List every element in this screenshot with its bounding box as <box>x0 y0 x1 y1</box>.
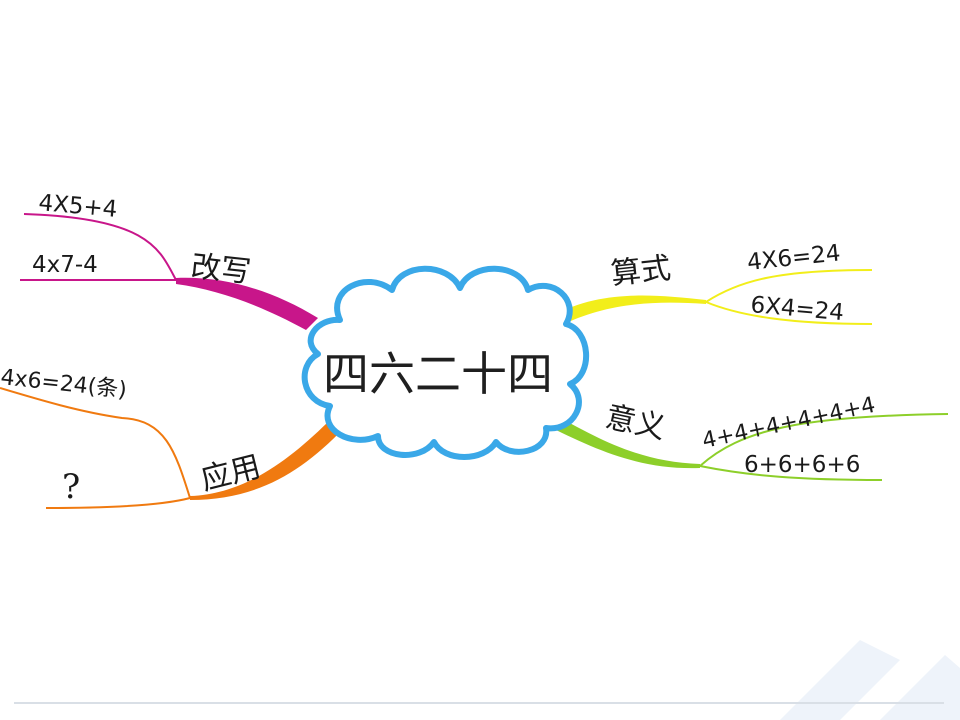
branch-application-leaf-line-1 <box>0 387 191 499</box>
center-cloud-shape <box>301 265 589 460</box>
branch-formula: 算式 4X6=24 6X4=24 <box>552 240 873 326</box>
branch-formula-leaf-2: 6X4=24 <box>749 292 844 326</box>
center-node: 四六二十四 <box>301 265 589 460</box>
branch-application-leaf-1: 4x6=24(条) <box>0 365 128 403</box>
branch-application-leaf-2: ? <box>62 467 80 507</box>
branch-rewrite-label: 改写 <box>189 249 252 290</box>
branch-meaning: 意义 4+4+4+4+4+4 6+6+6+6 <box>544 393 949 481</box>
branch-formula-leaf-line-1 <box>705 269 873 303</box>
branch-rewrite-leaf-line-1 <box>23 213 177 281</box>
branch-meaning-leaf-2: 6+6+6+6 <box>744 452 860 478</box>
watermark-decoration <box>780 640 960 720</box>
branch-meaning-leaf-line-1 <box>699 413 949 467</box>
branch-rewrite: 改写 4X5+4 4x7-4 <box>20 190 318 330</box>
branch-application: 应用 4x6=24(条) ? <box>0 365 344 509</box>
branch-formula-trunk <box>552 295 706 326</box>
branch-rewrite-trunk <box>176 277 318 330</box>
branch-rewrite-leaf-1: 4X5+4 <box>37 190 118 223</box>
branch-formula-label: 算式 <box>609 251 672 292</box>
watermark-shape <box>780 640 900 720</box>
branch-meaning-leaf-1: 4+4+4+4+4+4 <box>700 393 878 454</box>
branch-formula-leaf-line-2 <box>705 301 873 325</box>
branch-meaning-label: 意义 <box>602 400 668 447</box>
branch-application-label: 应用 <box>197 449 264 497</box>
center-title: 四六二十四 <box>323 347 553 401</box>
branch-application-leaf-line-2 <box>45 497 191 509</box>
branch-meaning-leaf-line-2 <box>699 465 883 481</box>
branch-rewrite-leaf-2: 4x7-4 <box>32 252 98 278</box>
